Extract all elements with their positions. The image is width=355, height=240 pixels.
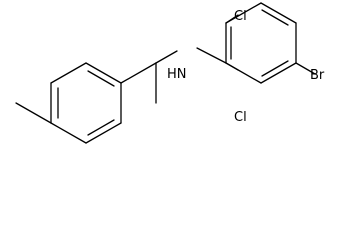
structure-svg: Cl Cl Br HN <box>15 2 325 144</box>
ring-bond <box>85 122 122 144</box>
ring-inner-double-bond <box>261 60 289 77</box>
tolyl-ring <box>50 62 122 144</box>
ring-bond <box>50 62 87 84</box>
bromine-bond <box>295 62 316 75</box>
ring-inner-double-bond <box>87 119 115 136</box>
ring-bond <box>260 2 297 24</box>
molecule-structure-diagram: Cl Cl Br HN <box>15 2 325 144</box>
ring-inner-double-bond <box>87 70 115 87</box>
bromine-label: Br <box>310 68 325 83</box>
chlorine-top-label: Cl <box>234 9 247 24</box>
bottom-chlorine-bond <box>225 62 239 71</box>
ring-bond <box>50 122 87 144</box>
ring-bond <box>260 62 297 84</box>
amine-label: HN <box>167 67 187 82</box>
ring-bond <box>85 62 122 84</box>
methyl-bond <box>15 102 52 124</box>
ring-inner-double-bond <box>261 9 289 26</box>
benzylic-bond <box>120 62 157 84</box>
carbon-nitrogen-bond <box>155 50 178 64</box>
chlorine-bottom-label: Cl <box>234 110 247 125</box>
amine-ring-bond <box>196 47 227 64</box>
top-chlorine-bond <box>225 14 239 24</box>
